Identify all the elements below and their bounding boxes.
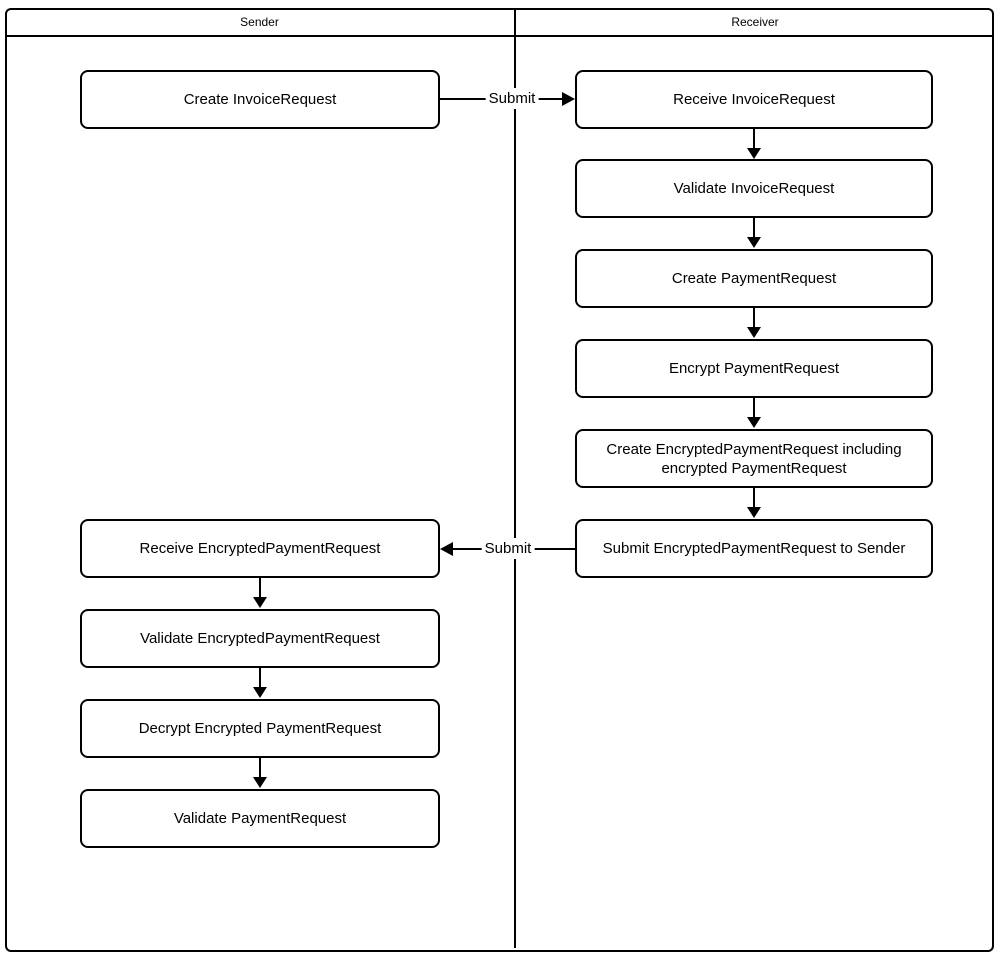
node-validate-paymentrequest: Validate PaymentRequest (80, 789, 440, 848)
node-validate-encryptedpaymentrequest: Validate EncryptedPaymentRequest (80, 609, 440, 668)
arrow-right-head-icon (562, 92, 575, 106)
node-create-paymentrequest: Create PaymentRequest (575, 249, 933, 308)
node-encrypt-paymentrequest: Encrypt PaymentRequest (575, 339, 933, 398)
lane-header-sender: Sender (240, 15, 279, 29)
node-create-invoicerequest: Create InvoiceRequest (80, 70, 440, 129)
arrow-down-head-icon (747, 417, 761, 428)
arrow-down-head-icon (747, 507, 761, 518)
node-receive-invoicerequest: Receive InvoiceRequest (575, 70, 933, 129)
arrow-down-head-icon (253, 687, 267, 698)
arrow-left-head-icon (440, 542, 453, 556)
arrow-line (753, 398, 755, 419)
lane-header-receiver: Receiver (731, 15, 779, 29)
arrow-down-head-icon (747, 148, 761, 159)
arrow-down-head-icon (747, 237, 761, 248)
arrow-down-head-icon (747, 327, 761, 338)
arrow-line (753, 488, 755, 509)
arrow-line (753, 308, 755, 329)
node-validate-invoicerequest: Validate InvoiceRequest (575, 159, 933, 218)
lane-header-separator (5, 35, 994, 37)
node-submit-encryptedpaymentrequest-to-sender: Submit EncryptedPaymentRequest to Sender (575, 519, 933, 578)
arrow-down-head-icon (253, 777, 267, 788)
arrow-line (259, 758, 261, 779)
submit-invoice-edge-label: Submit (485, 88, 539, 109)
node-decrypt-encrypted-paymentrequest: Decrypt Encrypted PaymentRequest (80, 699, 440, 758)
lane-divider (514, 8, 516, 948)
arrow-line (259, 668, 261, 689)
arrow-line (753, 129, 755, 150)
arrow-down-head-icon (253, 597, 267, 608)
submit-encrypted-payment-edge-label: Submit (481, 538, 535, 559)
node-create-encryptedpaymentrequest: Create EncryptedPaymentRequest including… (575, 429, 933, 488)
arrow-line (259, 578, 261, 599)
node-receive-encryptedpaymentrequest: Receive EncryptedPaymentRequest (80, 519, 440, 578)
arrow-line (753, 218, 755, 239)
